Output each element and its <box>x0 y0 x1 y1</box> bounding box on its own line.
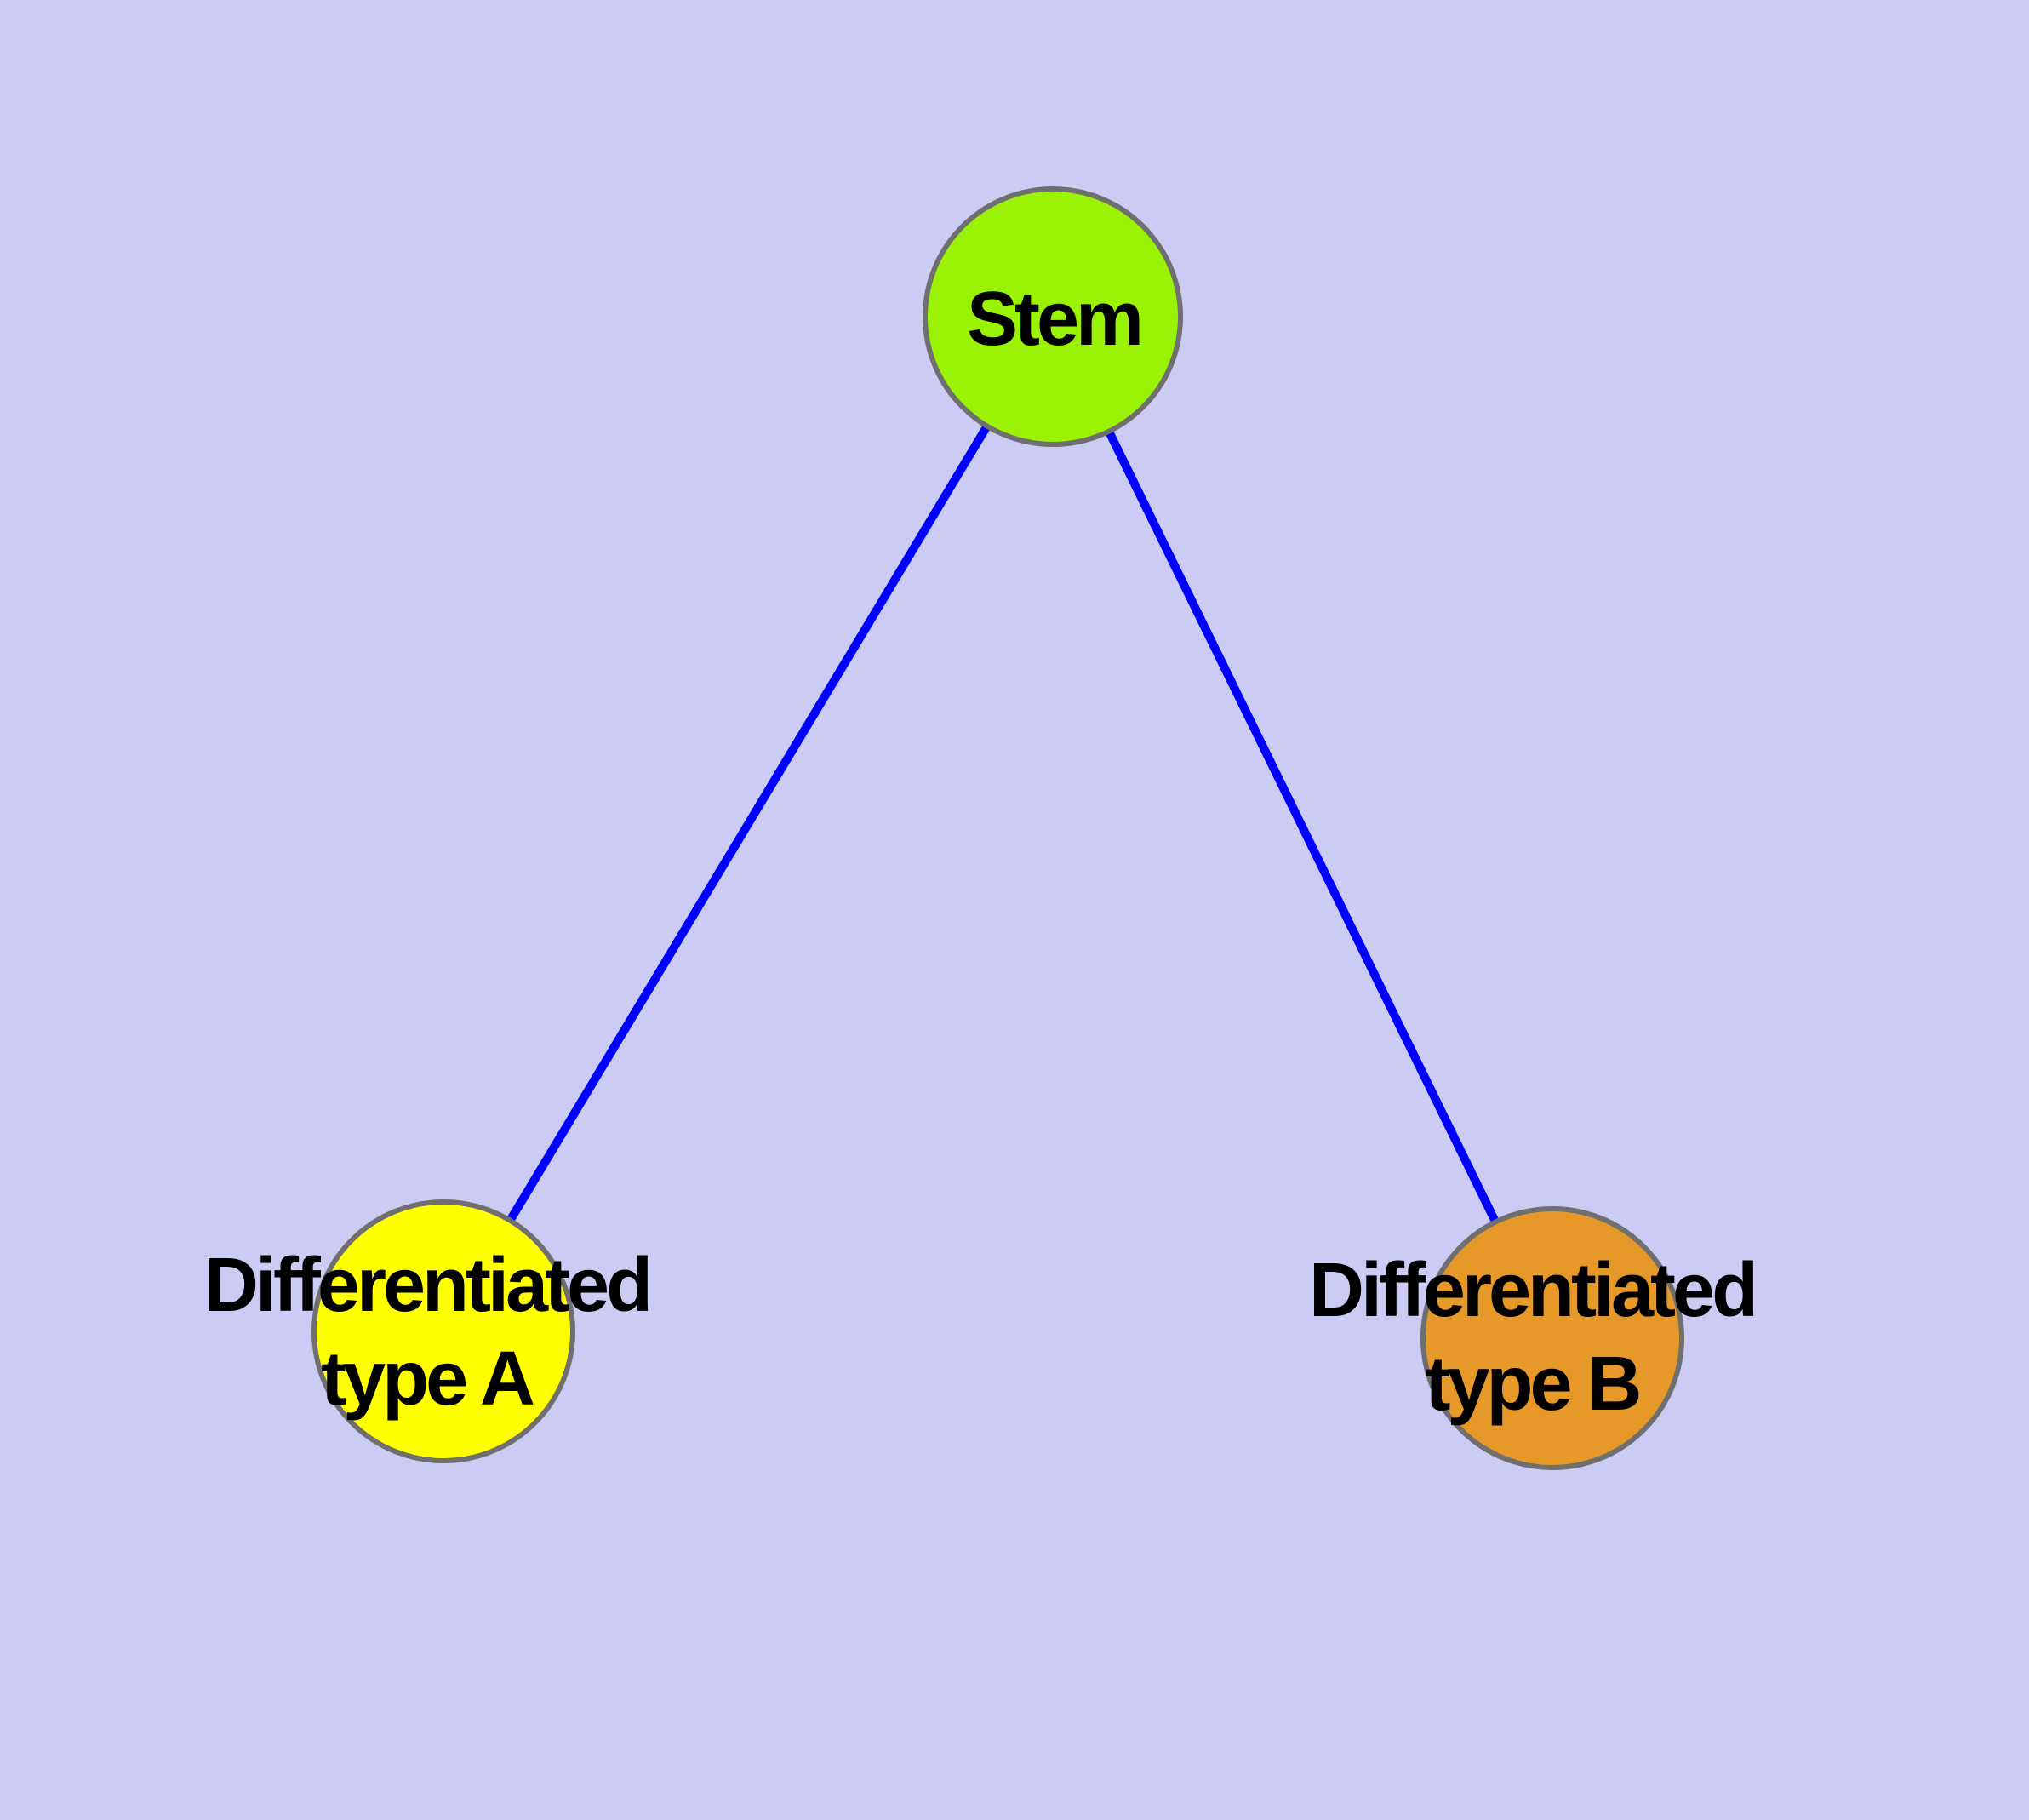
node-label-line-2: type B <box>1425 1342 1642 1427</box>
node-circle-stem <box>923 186 1183 447</box>
node-label-differentiated-type-a: Differentiated type A <box>203 1239 653 1426</box>
node-label-line-1: Differentiated <box>203 1243 653 1328</box>
edge-stem-to-type-a <box>439 314 1057 1334</box>
node-label-line-1: Differentiated <box>1308 1248 1758 1333</box>
edge-stem-to-type-b <box>1049 314 1557 1341</box>
node-label-stem: Stem <box>966 277 1144 362</box>
node-circle-differentiated-type-a <box>311 1199 575 1463</box>
node-label-line-2: type A <box>321 1336 535 1422</box>
node-label-differentiated-type-b: Differentiated type B <box>1308 1244 1758 1431</box>
node-circle-differentiated-type-b <box>1420 1206 1684 1470</box>
